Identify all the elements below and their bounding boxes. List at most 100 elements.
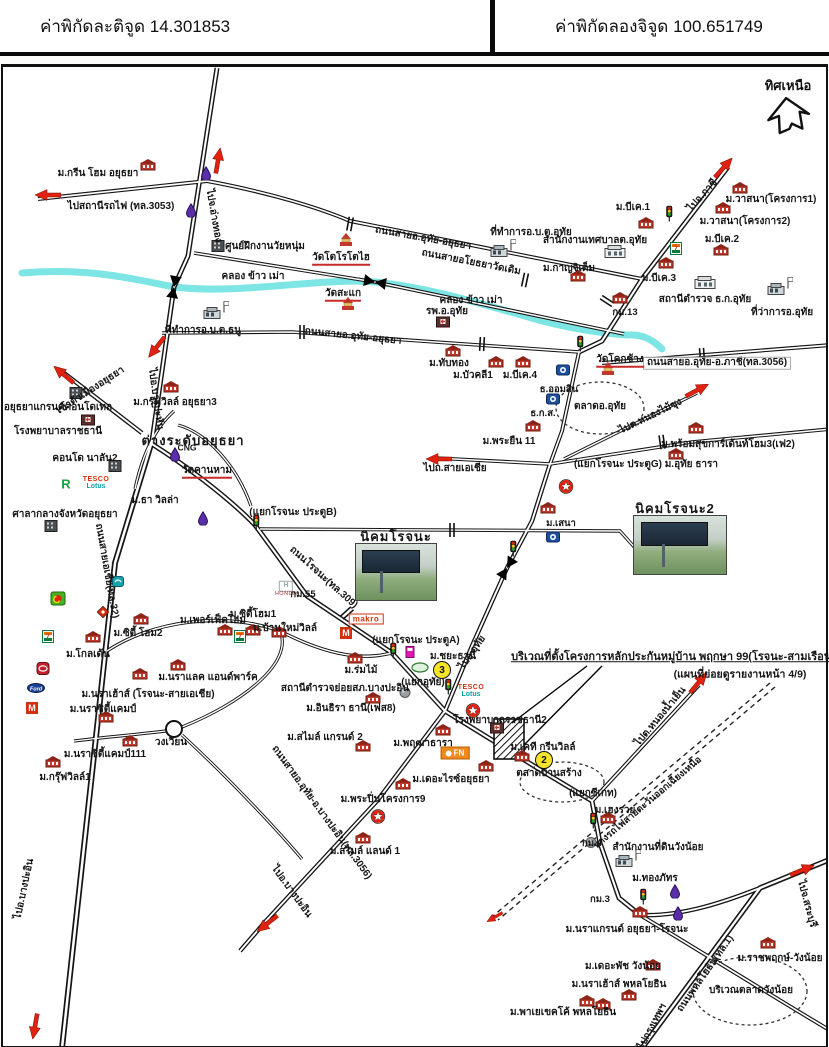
texaco-star-icon bbox=[558, 479, 574, 499]
map-label: CNG bbox=[177, 442, 197, 453]
road-core bbox=[549, 428, 826, 465]
map-label: ม.เฮงรวย bbox=[594, 804, 636, 816]
map-label: ม.กรีน โฮม อยุธยา bbox=[57, 167, 139, 179]
map-label: ม.บีเค.4 bbox=[502, 369, 538, 381]
map-label: ศูนย์ฝึกงานวัยหนุ่ม bbox=[225, 240, 305, 252]
hospital-icon bbox=[81, 413, 96, 431]
map-label: ศาลากลางจังหวัดอยุธยา bbox=[12, 508, 118, 520]
building-icon bbox=[579, 994, 595, 1012]
building-icon bbox=[85, 630, 101, 648]
area-ellipse bbox=[519, 761, 605, 803]
green-oval-icon bbox=[411, 660, 429, 678]
direction-arrow-icon bbox=[788, 859, 819, 885]
map-label: ม.นราซิตี้แคมป์ bbox=[69, 703, 137, 715]
annotation-leader bbox=[523, 665, 603, 746]
latitude-value: ค่าพิกัดละติจูด 14.301853 bbox=[0, 0, 495, 52]
map-label: ม.ธา วิลล่า bbox=[131, 494, 179, 506]
dark-building-icon bbox=[43, 519, 59, 538]
road-core bbox=[73, 730, 167, 742]
map-label: ม.ทับทอง bbox=[429, 357, 469, 369]
road-core bbox=[434, 457, 551, 465]
map-label: ม.พระปิ่นโครงการ9 bbox=[340, 793, 426, 805]
road-core bbox=[206, 180, 643, 280]
building-icon bbox=[715, 201, 731, 219]
traffic-light-icon bbox=[510, 540, 517, 562]
building-icon bbox=[45, 755, 61, 773]
big-c-logo bbox=[50, 591, 66, 611]
area-ellipse bbox=[555, 381, 645, 435]
map-label: ม.ร่มไม้ bbox=[344, 664, 378, 676]
direction-arrow-icon bbox=[710, 153, 741, 184]
map-label: (แยกอุทัย) bbox=[401, 676, 445, 688]
road-core bbox=[150, 67, 219, 442]
map-label: สถานีตำรวจย่อยสภ.บางปะอิน bbox=[280, 682, 410, 694]
industrial-estate-photo bbox=[355, 543, 437, 601]
numbered-badge: 3 bbox=[433, 661, 451, 679]
office-complex-icon bbox=[604, 244, 628, 265]
bank-teal-logo bbox=[112, 574, 124, 592]
building-icon bbox=[133, 612, 149, 630]
area-ellipse bbox=[692, 956, 808, 1026]
fn-outlet-logo: FN bbox=[440, 746, 470, 760]
direction-arrow-icon bbox=[685, 668, 716, 699]
map-label: คลอง ข้าว เม่า bbox=[221, 270, 285, 282]
seven-eleven-icon: 7 bbox=[42, 630, 54, 648]
hospital-icon bbox=[490, 721, 505, 739]
road-core bbox=[239, 710, 446, 952]
roundabout bbox=[165, 720, 183, 738]
map-label: คลอง ข้าว เม่า bbox=[439, 294, 503, 306]
direction-arrow-icon bbox=[425, 448, 453, 466]
traffic-light-icon bbox=[253, 514, 260, 536]
road-core bbox=[549, 351, 580, 465]
map-label: ม.เคที กรีนวิลล์ bbox=[510, 741, 576, 753]
road-core bbox=[37, 180, 208, 200]
building-icon bbox=[525, 419, 541, 437]
map-label: สำนักงานที่ดินวังน้อย bbox=[612, 841, 704, 853]
road-core bbox=[254, 524, 446, 712]
map-label: ม.โกลเด้น bbox=[66, 648, 110, 660]
map-label: กม.13 bbox=[612, 307, 638, 319]
map-label: ธ.ก.ส. bbox=[530, 408, 556, 420]
railway-line bbox=[492, 682, 771, 917]
map-label: ธ.ออมสิน bbox=[539, 384, 579, 396]
map-label: วัดสะแก bbox=[324, 288, 362, 302]
direction-arrow-icon bbox=[140, 330, 170, 362]
direction-arrow-icon bbox=[483, 906, 505, 926]
gas-station-icon bbox=[669, 883, 681, 904]
map-label: ไปสถานีรถไฟ (ทล.3053) bbox=[67, 200, 175, 212]
map-label: ถนนสายอ.อุทัย-อ.ภาชี(ทล.3056) bbox=[642, 356, 792, 370]
road-tick bbox=[449, 523, 455, 537]
building-icon bbox=[163, 380, 179, 398]
map-label: (แยกโรจนะ ประตูA) bbox=[372, 634, 460, 646]
gas-station-icon bbox=[672, 905, 684, 926]
bank-icon bbox=[546, 530, 561, 548]
map-label: ตลาดอ.อุทัย bbox=[574, 400, 626, 412]
building-icon bbox=[668, 447, 684, 465]
road-core bbox=[134, 410, 175, 490]
road-tick bbox=[599, 294, 615, 308]
government-office-icon bbox=[615, 849, 642, 876]
longitude-value: ค่าพิกัดลองจิจูด 100.651749 bbox=[555, 16, 763, 36]
water-tank-icon bbox=[399, 685, 411, 703]
road-core bbox=[259, 528, 637, 550]
building-icon bbox=[122, 734, 138, 752]
building-icon bbox=[435, 723, 451, 741]
map-label: ม.ทองภัทร bbox=[632, 872, 678, 884]
map-label: ที่ว่าการอ.อุทัย bbox=[750, 306, 814, 318]
building-icon bbox=[98, 710, 114, 728]
traffic-light-icon bbox=[666, 205, 673, 227]
road-core bbox=[578, 166, 729, 353]
map-label: วงเวียน bbox=[154, 736, 188, 748]
map-label: ม.เสนา bbox=[546, 518, 576, 530]
bank-icon bbox=[556, 363, 571, 381]
map-label: ม.นราแลค แอนด์พาร์ค bbox=[158, 671, 258, 683]
map-label: (แยกโรจนะ ประตูB) bbox=[249, 506, 337, 518]
map-label: กม.55 bbox=[290, 589, 316, 601]
railway-line bbox=[497, 686, 776, 921]
map-label: ไปถ.สายเอเชีย bbox=[423, 462, 487, 474]
map-canvas: ม.กรีน โฮม อยุธยาไปสถานีรถไฟ (ทล.3053) ไป… bbox=[1, 64, 829, 1047]
coordinate-header: ค่าพิกัดละติจูด 14.301853 ค่าพิกัดลองจิจ… bbox=[0, 0, 829, 56]
